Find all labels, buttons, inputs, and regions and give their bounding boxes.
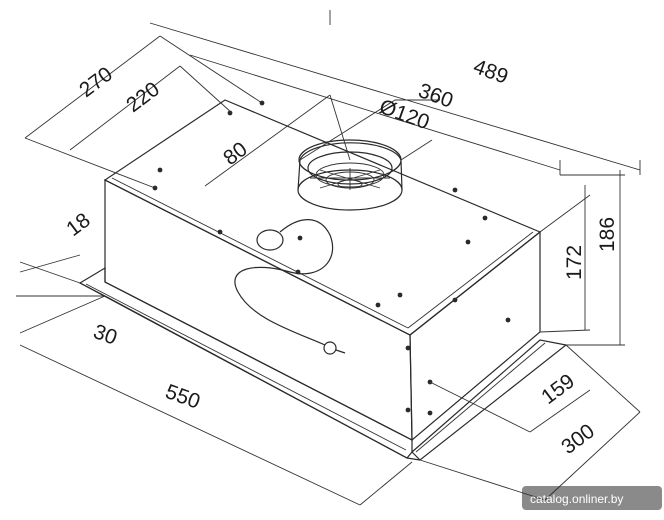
dimension-labels: 270 220 80 489 360 Ø120 18 30 550 172 18… [62, 55, 619, 459]
air-outlet [297, 139, 403, 211]
dim-18: 18 [62, 209, 94, 241]
dim-159: 159 [537, 370, 579, 409]
mounting-frame [78, 266, 568, 461]
dim-300: 300 [557, 420, 599, 459]
dimension-lines [16, 10, 641, 506]
dim-186: 186 [596, 217, 619, 252]
watermark: catalog.onliner.by [522, 486, 662, 510]
dim-489: 489 [470, 55, 511, 89]
dim-30: 30 [90, 320, 120, 350]
power-cord [234, 219, 346, 355]
watermark-text: catalog.onliner.by [530, 492, 623, 506]
dim-270: 270 [75, 63, 117, 102]
dim-172: 172 [563, 245, 586, 280]
screw-holes [152, 100, 511, 416]
dim-80: 80 [219, 138, 251, 170]
dim-550: 550 [162, 380, 203, 414]
